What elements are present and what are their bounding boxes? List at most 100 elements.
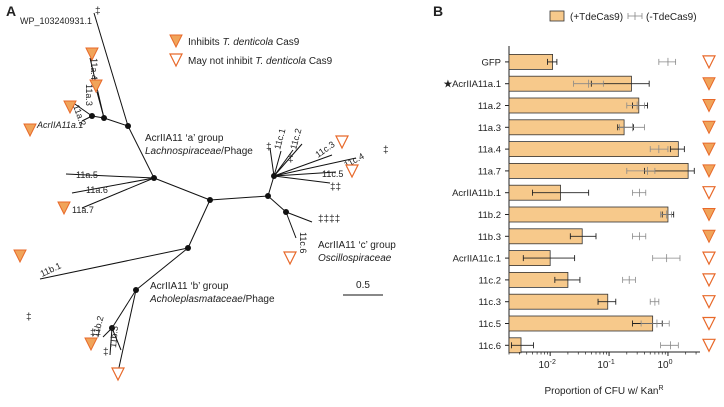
marker-11b1-icon: [13, 249, 27, 264]
leaf-11a5: 11a.5: [76, 170, 98, 180]
x-tick-label: 10-2: [538, 359, 555, 371]
x-tick-label: 10-1: [597, 359, 614, 371]
leaf-11b1: 11b.1: [39, 261, 63, 279]
category-label: 11a.3: [478, 123, 501, 134]
leaf-11c6: 11c.6: [298, 232, 308, 253]
marker-11b2-icon: [84, 337, 98, 352]
legend-maynot-icon: [169, 53, 183, 68]
legend-maynot-text: May not inhibit T. denticola Cas9: [188, 56, 333, 67]
marker-11c5-icon: [345, 164, 359, 179]
category-label: 11a.2: [478, 101, 501, 112]
leaf-11c1: 11c.1: [272, 127, 287, 150]
marker-11a3-icon: [89, 79, 103, 94]
leaf-11c2-dagger: ‡: [288, 154, 294, 165]
category-label: 11b.3: [478, 232, 501, 243]
category-label: 11a.4: [478, 145, 501, 156]
leaf-11c1-dagger: ‡: [266, 142, 272, 153]
category-label: 11c.5: [478, 319, 501, 330]
marker-acriia11a1-icon: [23, 123, 37, 138]
may-not-inhibit-triangle-icon: [702, 55, 716, 70]
inhibits-triangle-icon: [702, 142, 716, 157]
legend-plus-swatch: [549, 10, 565, 22]
category-label: AcrIIA11a.1: [452, 79, 501, 90]
marker-11a4-icon: [85, 47, 99, 62]
bar-row: 11b.2: [478, 206, 716, 223]
leaf-11b1-dagger: ‡: [26, 312, 32, 323]
legend-plus-label: (+TdeCas9): [570, 12, 623, 23]
group-a-line2: Lachnospiraceae/Phage: [145, 146, 253, 157]
x-axis-label: Proportion of CFU w/ KanR: [545, 385, 664, 397]
legend-minus-errorbar-icon: [627, 12, 643, 20]
tree-nodes: [89, 113, 289, 331]
tree-markers: [13, 47, 359, 382]
category-label: GFP: [481, 57, 501, 68]
inhibits-triangle-icon: [702, 229, 716, 244]
inhibits-triangle-icon: [702, 77, 716, 91]
bar-plus-tdecas9: [508, 293, 609, 310]
panel-a-label: A: [6, 3, 16, 19]
legend-minus-label: (-TdeCas9): [646, 12, 697, 23]
bar-row: AcrIIA11a.1★: [443, 75, 716, 92]
category-label: 11c.3: [478, 297, 501, 308]
leaf-11b2: 11b.2: [90, 315, 105, 339]
leaf-acriia11a1: AcrIIA11a.1: [36, 120, 83, 130]
group-b-line2: Acholeplasmataceae/Phage: [149, 294, 275, 305]
bar-row: 11b.3: [478, 228, 716, 245]
leaf-11b2-daggers: ‡‡: [90, 328, 101, 339]
leaf-11b3-dagger: ‡: [103, 347, 109, 358]
panel-b-label: B: [433, 3, 443, 19]
inhibits-triangle-icon: [702, 99, 716, 113]
leaf-wp: WP_103240931.1: [20, 16, 92, 26]
tree-legend: Inhibits T. denticola Cas9 May not inhib…: [169, 34, 333, 68]
leaf-11c5-daggers: ‡‡: [330, 182, 341, 193]
group-b-line1: AcrIIA11 ‘b’ group: [150, 281, 229, 292]
bar-plus-tdecas9: [508, 54, 554, 70]
bar-row: AcrIIA11b.1: [452, 184, 716, 201]
category-label: 11c.2: [478, 275, 501, 286]
bar-row: 11c.3: [478, 293, 716, 310]
leaf-11a6: 11a.6: [86, 185, 108, 195]
leaf-11c5: 11c.5: [322, 169, 343, 179]
legend-inhibits-text: Inhibits T. denticola Cas9: [188, 37, 300, 48]
leaf-11c6-daggers: ‡‡‡‡: [318, 214, 340, 225]
marker-11c6-icon: [283, 251, 297, 266]
leaf-11c4-dagger: ‡: [383, 145, 389, 156]
bar-row: AcrIIA11c.1: [453, 250, 716, 267]
scale-bar-label: 0.5: [356, 280, 370, 291]
bar-row: 11a.7: [478, 162, 716, 179]
group-a-line1: AcrIIA11 ‘a’ group: [145, 133, 224, 144]
category-label: AcrIIA11b.1: [452, 188, 501, 199]
x-tick-label: 100: [657, 359, 672, 371]
bar-row: 11c.2: [478, 271, 716, 288]
x-axis-ticks: 10-2 10-1 100: [508, 352, 697, 371]
inhibits-triangle-icon: [702, 120, 716, 135]
inhibits-triangle-icon: [702, 208, 716, 222]
bar-plus-tdecas9: [508, 119, 625, 136]
may-not-inhibit-triangle-icon: [702, 316, 716, 331]
group-c-line1: AcrIIA11 ‘c’ group: [318, 240, 396, 251]
leaf-11a4: 11a.4: [89, 58, 99, 80]
inhibits-triangle-icon: [702, 164, 716, 179]
bar-row: 11a.2: [478, 97, 716, 114]
leaf-11c2: 11c.2: [288, 127, 303, 150]
category-label: 11c.6: [478, 341, 501, 352]
leaf-11a7: 11a.7: [72, 205, 94, 215]
star-icon: ★: [443, 79, 453, 91]
may-not-inhibit-triangle-icon: [702, 186, 716, 201]
bar-row: GFP: [481, 54, 716, 70]
chart-rows: GFPAcrIIA11a.1★11a.211a.311a.411a.7AcrII…: [443, 54, 716, 354]
bar-row: 11c.6: [478, 337, 716, 354]
bar-plus-tdecas9: [508, 206, 669, 223]
bar-row: 11a.4: [478, 141, 716, 158]
leaf-11b3: 11b.3: [108, 326, 120, 349]
may-not-inhibit-triangle-icon: [702, 295, 716, 310]
bar-plus-tdecas9: [508, 97, 640, 114]
category-label: AcrIIA11c.1: [453, 254, 501, 265]
bar-row: 11c.5: [478, 315, 716, 332]
category-label: 11b.2: [478, 210, 501, 221]
leaf-11c3: 11c.3: [313, 139, 336, 159]
bar-row: 11a.3: [478, 119, 716, 136]
may-not-inhibit-triangle-icon: [702, 251, 716, 266]
marker-11a7-icon: [57, 201, 71, 216]
